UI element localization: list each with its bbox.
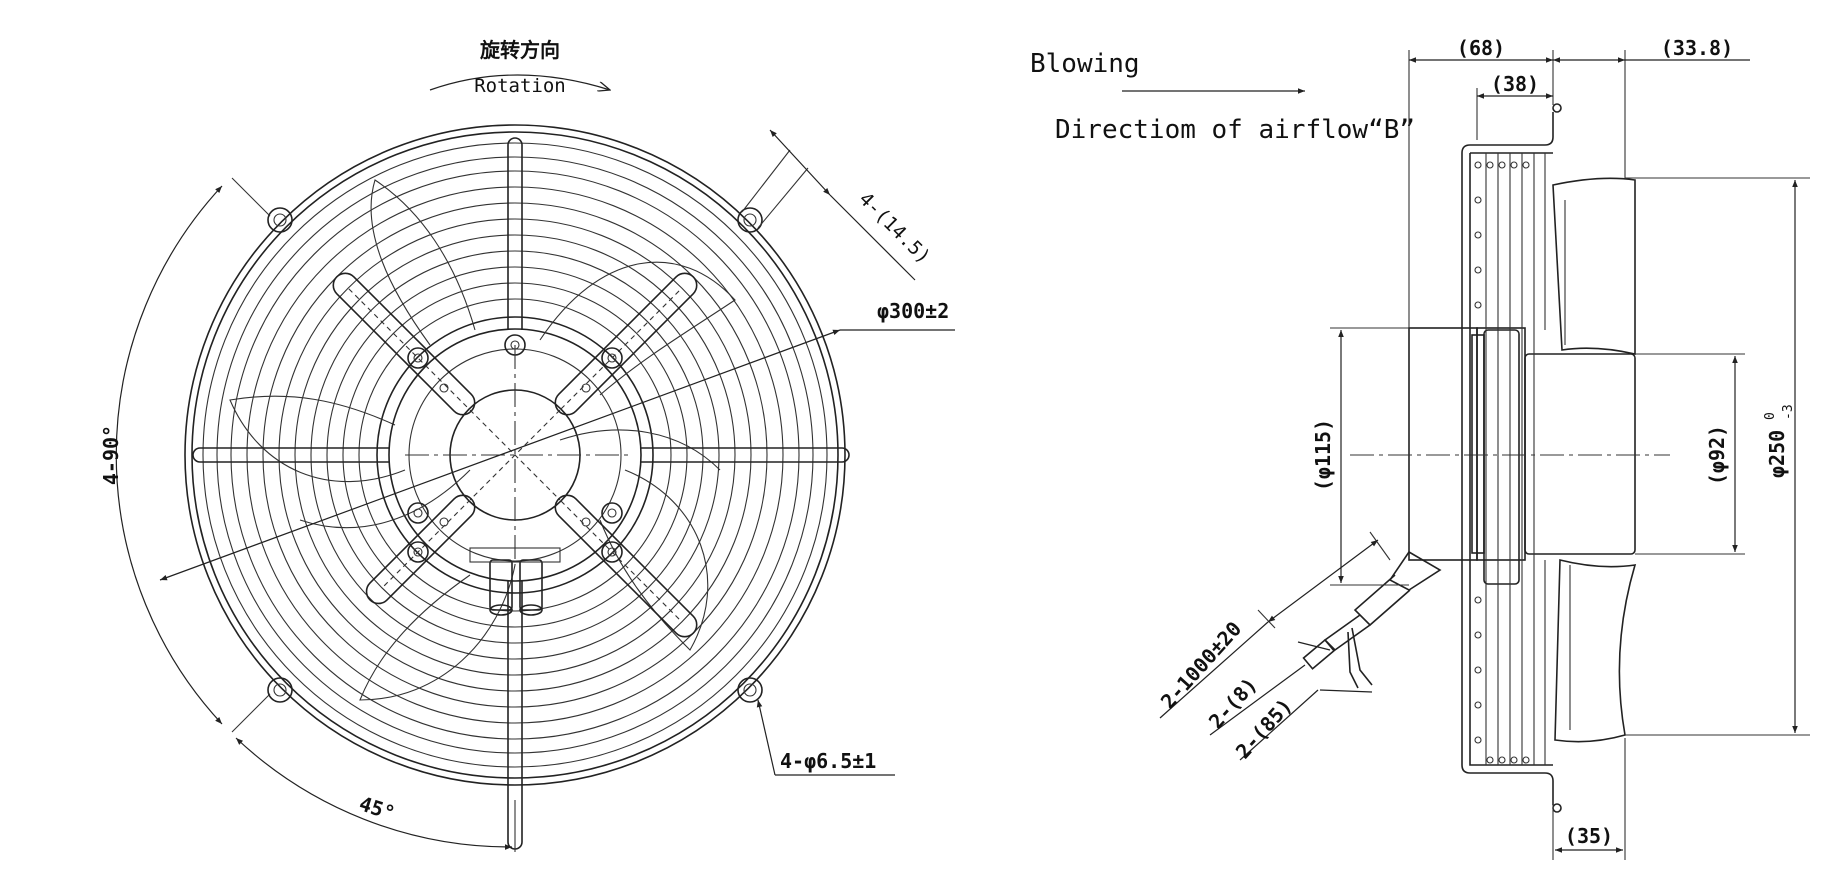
dim-mount-holes [756,699,895,776]
dim-angle-offset [235,737,516,852]
dim-impeller-tol-upper: 0 [1763,412,1778,420]
blowing-label: Blowing [1030,49,1140,79]
motor-body [1408,327,1636,585]
rotation-arrow [429,74,610,90]
dim-blade-depth-label: (33.8) [1661,36,1733,60]
dim-mount-holes-label: 4-φ6.5±1 [780,749,876,773]
dim-angle-spacing-label: 4-90° [99,425,123,485]
rotation-label-cn: 旋转方向 [479,38,560,62]
dim-bar-width-label: 4-(14.5) [854,188,934,268]
front-view: 旋转方向 Rotation 4-(14.5) φ300±2 4-90° 45° [99,38,955,852]
dim-impeller-tol-lower: -3 [1781,404,1796,420]
dim-angle-spacing [115,177,271,733]
dim-blade-offset [1552,738,1626,860]
dim-blade-offset-label: (35) [1565,824,1613,848]
guard-spokes [192,137,850,850]
dim-guard-diameter-label: φ300±2 [877,299,949,323]
dim-motor-diameter-label: (φ115) [1311,419,1335,491]
dim-hub-diameter [1635,353,1745,555]
dim-hub-diameter-label: (φ92) [1705,425,1729,485]
dim-guard-diameter [159,329,955,581]
airflow-direction-label: Directiom of airflow“B” [1055,115,1415,145]
dim-top [1408,50,1750,328]
rotation-label-en: Rotation [474,75,566,97]
dim-impeller-diameter [1625,177,1810,736]
dim-impeller-diameter-label: φ250 [1765,430,1789,478]
guard-side [1461,103,1562,813]
dim-lead [1159,531,1391,761]
dim-angle-offset-label: 45° [356,791,398,825]
dim-overall-depth-label: (68) [1457,36,1505,60]
impeller-blades [1552,177,1637,743]
dim-guard-depth-label: (38) [1491,72,1539,96]
lead-wires [1302,550,1442,689]
side-view: Blowing Directiom of airflow“B” [1030,36,1810,860]
guard-ring-dots [1474,161,1530,764]
dim-bar-width [741,129,916,281]
